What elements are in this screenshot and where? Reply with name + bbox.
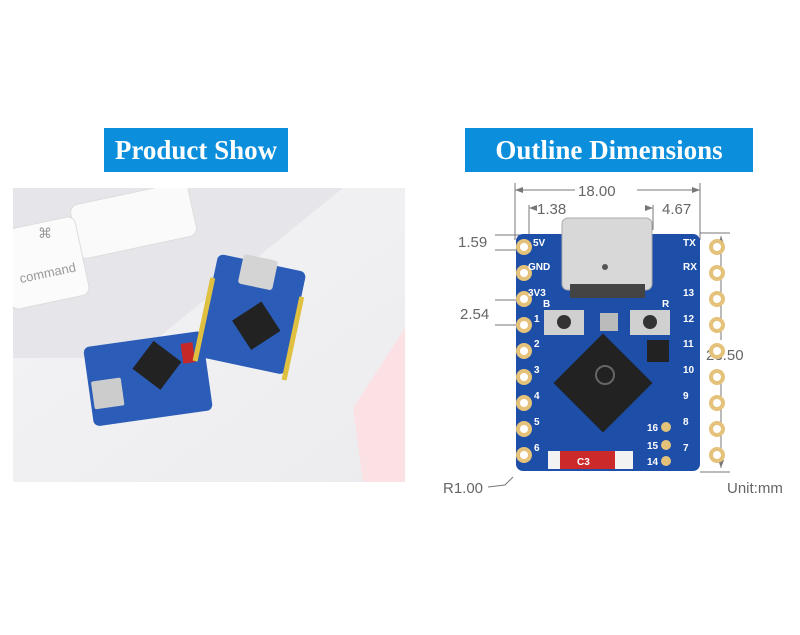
pin-hole bbox=[520, 295, 528, 303]
boot-button-label: B bbox=[543, 299, 550, 310]
left-offset-dimension: 1.38 bbox=[537, 201, 566, 218]
right-pin-label: 9 bbox=[683, 391, 689, 402]
left-pin-label: 2 bbox=[534, 339, 540, 350]
usb-c-connector bbox=[561, 217, 653, 298]
pin-hole bbox=[713, 373, 721, 381]
chip-label: C3 bbox=[577, 457, 590, 468]
product-show-title: Product Show bbox=[104, 128, 288, 172]
right-pin-label: 11 bbox=[683, 339, 694, 350]
pin-hole bbox=[713, 269, 721, 277]
right-pin-label: RX bbox=[683, 262, 697, 273]
left-pin-label: GND bbox=[528, 262, 550, 273]
right-pin-label: 13 bbox=[683, 288, 695, 299]
outline-dimensions-title: Outline Dimensions bbox=[465, 128, 753, 172]
middle-pin-label: 16 bbox=[647, 423, 659, 434]
pin-hole bbox=[520, 321, 528, 329]
left-pin-label: 3V3 bbox=[528, 288, 546, 299]
regulator bbox=[647, 340, 669, 362]
right-pin-label: 8 bbox=[683, 417, 689, 428]
pin-hole bbox=[713, 295, 721, 303]
unit-label: Unit:mm bbox=[727, 480, 783, 497]
width-dimension: 18.00 bbox=[578, 183, 616, 200]
pin-hole bbox=[713, 347, 721, 355]
corner-radius-dimension: R1.00 bbox=[443, 480, 483, 497]
pin-hole bbox=[713, 451, 721, 459]
pin-hole bbox=[713, 321, 721, 329]
middle-pin-pad bbox=[661, 440, 671, 450]
rgb-led bbox=[600, 313, 618, 331]
pin-hole bbox=[713, 399, 721, 407]
right-offset-dimension: 4.67 bbox=[662, 201, 691, 218]
left-pin-label: 5V bbox=[533, 238, 546, 249]
middle-pin-pad bbox=[661, 456, 671, 466]
pin-hole bbox=[713, 425, 721, 433]
left-pin-label: 1 bbox=[534, 314, 540, 325]
left-pin-label: 3 bbox=[534, 365, 540, 376]
right-pin-label: 7 bbox=[683, 443, 689, 454]
pin-hole bbox=[520, 425, 528, 433]
pin-hole bbox=[713, 243, 721, 251]
middle-pin-label: 14 bbox=[647, 457, 659, 468]
reset-button-label: R bbox=[662, 299, 670, 310]
pin-hole bbox=[520, 269, 528, 277]
pin-pitch-dimension: 2.54 bbox=[460, 306, 489, 323]
right-pin-label: 12 bbox=[683, 314, 695, 325]
board-with-headers bbox=[192, 254, 306, 381]
middle-pin-pad bbox=[661, 422, 671, 432]
left-pin-label: 5 bbox=[534, 417, 540, 428]
middle-pin-label: 15 bbox=[647, 441, 659, 452]
product-photo: command ⌘ bbox=[13, 188, 405, 482]
right-pin-label: 10 bbox=[683, 365, 695, 376]
pin-hole bbox=[520, 347, 528, 355]
keyboard-key-command bbox=[13, 216, 90, 310]
pin-hole bbox=[520, 373, 528, 381]
pin-hole bbox=[520, 243, 528, 251]
outline-diagram: 18.00 1.38 4.67 1.59 2.54 23.50 R1.00 Un… bbox=[443, 183, 783, 497]
pin-hole bbox=[520, 399, 528, 407]
left-pin-label: 4 bbox=[534, 391, 540, 402]
right-pin-label: TX bbox=[683, 238, 696, 249]
svg-text:⌘: ⌘ bbox=[38, 225, 52, 241]
top-offset-dimension: 1.59 bbox=[458, 234, 487, 251]
pin-hole bbox=[520, 451, 528, 459]
board-flat bbox=[83, 331, 213, 426]
left-pin-label: 6 bbox=[534, 443, 540, 454]
